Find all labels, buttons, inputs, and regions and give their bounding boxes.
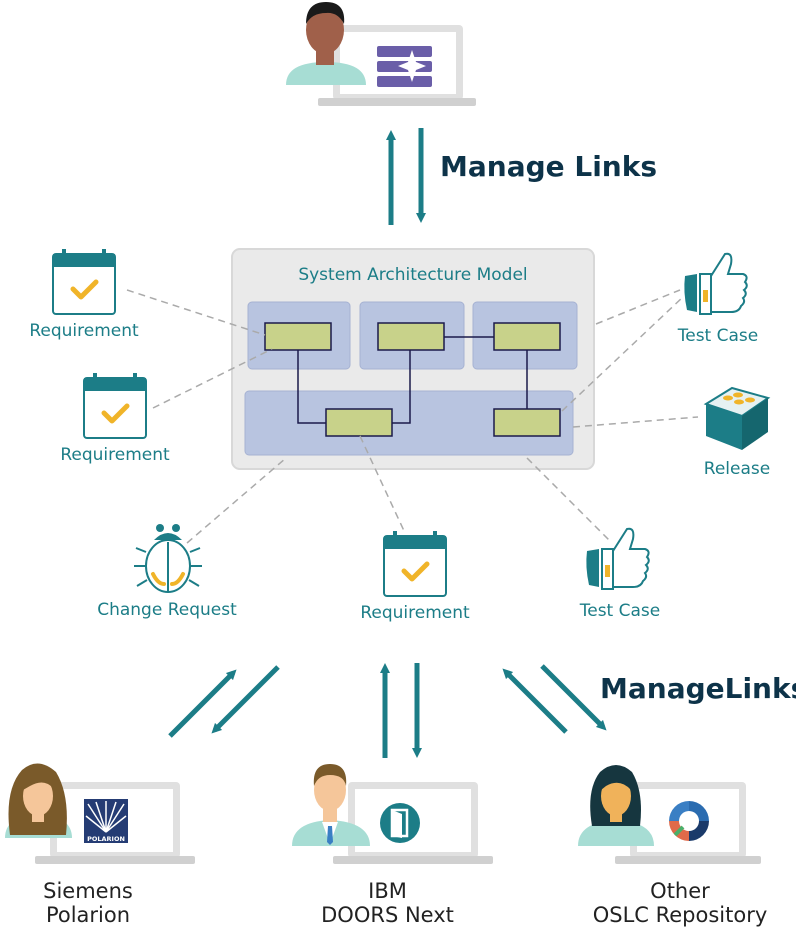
release-box-icon	[703, 386, 771, 450]
requirement-label-2: Requirement	[60, 445, 170, 465]
calendar-check-icon	[383, 531, 447, 597]
requirement-label-1: Requirement	[29, 321, 139, 341]
doors-user-avatar	[292, 764, 370, 846]
oslc-logo-icon	[669, 801, 709, 841]
top-user-avatar	[286, 2, 366, 85]
polarion-user-avatar	[5, 763, 72, 838]
calendar-check-icon	[83, 373, 147, 439]
component-4	[325, 408, 393, 437]
polarion-logo-icon: POLARION	[84, 799, 128, 843]
model-connectors	[297, 336, 528, 424]
change-request-label: Change Request	[97, 600, 237, 620]
arrow-from-model-right	[540, 664, 607, 731]
oslc-user-avatar	[578, 765, 654, 846]
release-label: Release	[703, 459, 771, 479]
doors-user-laptop	[292, 764, 493, 864]
oslc-tool-label: Other OSLC Repository	[570, 879, 790, 927]
component-2	[377, 322, 445, 351]
system-architecture-model	[231, 248, 595, 470]
doors-tool-label: IBM DOORS Next	[300, 879, 475, 927]
arrow-to-model-right	[502, 668, 568, 734]
thumbs-up-icon	[586, 527, 650, 590]
polarion-logo-text: POLARION	[87, 835, 125, 843]
polarion-user-laptop: POLARION	[5, 763, 195, 864]
component-1	[264, 322, 332, 351]
oslc-vendor: Other	[650, 879, 710, 903]
arrow-from-model-left	[211, 665, 280, 734]
manage-links-top-label: Manage Links	[440, 150, 658, 183]
doors-logo-icon	[380, 803, 420, 843]
oslc-user-laptop	[578, 765, 761, 864]
thumbs-up-icon	[684, 252, 748, 315]
doors-vendor: IBM	[368, 879, 407, 903]
polarion-tool-label: Siemens Polarion	[18, 879, 158, 927]
top-user-laptop	[286, 2, 476, 106]
polarion-product: Polarion	[45, 903, 131, 927]
trace-links	[126, 289, 699, 544]
polarion-vendor: Siemens	[43, 879, 133, 903]
manage-links-bottom-label: ManageLinks	[600, 672, 796, 705]
component-5	[493, 408, 561, 437]
arrow-to-model-left	[168, 669, 237, 738]
doors-product: DOORS Next	[321, 903, 454, 927]
bug-icon	[134, 524, 202, 593]
model-tool-logo-icon	[377, 46, 432, 87]
laptop-base	[318, 98, 476, 106]
requirement-label-3: Requirement	[360, 603, 470, 623]
oslc-product: OSLC Repository	[592, 903, 768, 927]
component-3	[493, 322, 561, 351]
test-case-label-2: Test Case	[579, 601, 661, 621]
calendar-check-icon	[52, 249, 116, 315]
test-case-label-1: Test Case	[677, 326, 759, 346]
model-title: System Architecture Model	[298, 265, 528, 285]
